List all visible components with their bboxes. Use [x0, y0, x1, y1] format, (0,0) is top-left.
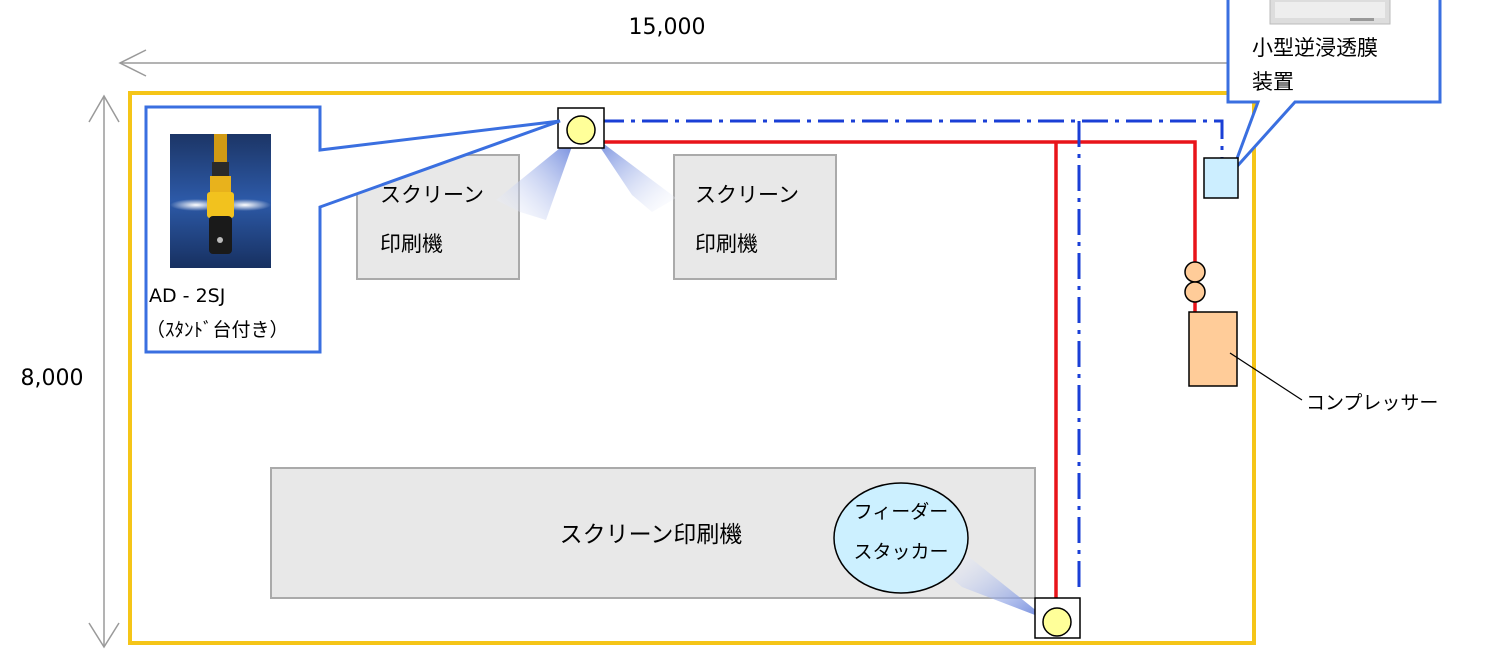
screen-printer-left-line2: 印刷機 [380, 232, 443, 256]
spray-nozzle-photo-icon [170, 134, 271, 268]
width-label: 15,000 [629, 15, 706, 40]
spray-cone-feeder [948, 548, 1048, 620]
screen-printer-right: スクリーン 印刷機 [673, 154, 837, 280]
ro-device-callout: 小型逆浸透膜 装置 [1226, 0, 1442, 174]
screen-printer-large-label: スクリーン印刷機 [560, 522, 743, 548]
feeder-line2: スタッカー [853, 541, 948, 563]
spray-cone-right [592, 135, 676, 212]
height-label: 8,000 [21, 366, 84, 391]
compressor: コンプレッサー [1188, 311, 1438, 414]
ro-device-line1: 小型逆浸透膜 [1252, 36, 1378, 60]
ro-unit [1203, 157, 1239, 199]
nozzle-top-head [566, 115, 596, 145]
height-dimension: 8,000 [21, 94, 120, 649]
nozzle-bottom[interactable] [1034, 597, 1081, 639]
screen-printer-right-line1: スクリーン [695, 183, 799, 207]
nozzle-bottom-head [1042, 607, 1072, 637]
screen-printer-left-line1: スクリーン [380, 183, 484, 207]
compressor-label: コンプレッサー [1306, 392, 1438, 414]
width-dimension: 15,000 [118, 15, 1230, 77]
feeder-line1: フィーダー [854, 501, 949, 523]
nozzle-callout: AD - 2SJ （ｽﾀﾝﾄﾞ台付き） [144, 105, 561, 354]
nozzle-model-label: AD - 2SJ [149, 285, 225, 307]
screen-printer-right-line2: 印刷機 [695, 232, 758, 256]
air-filter-icon [1184, 261, 1206, 303]
ro-device-photo-icon [1269, 0, 1391, 25]
feeder-stacker-bubble: フィーダー スタッカー [833, 482, 969, 594]
nozzle-note-label: （ｽﾀﾝﾄﾞ台付き） [146, 319, 289, 341]
water-line [598, 119, 1224, 590]
nozzle-top[interactable] [557, 107, 605, 149]
ro-device-line2: 装置 [1252, 70, 1294, 94]
spray-cone-left [496, 135, 576, 220]
air-pipe [581, 140, 1197, 610]
